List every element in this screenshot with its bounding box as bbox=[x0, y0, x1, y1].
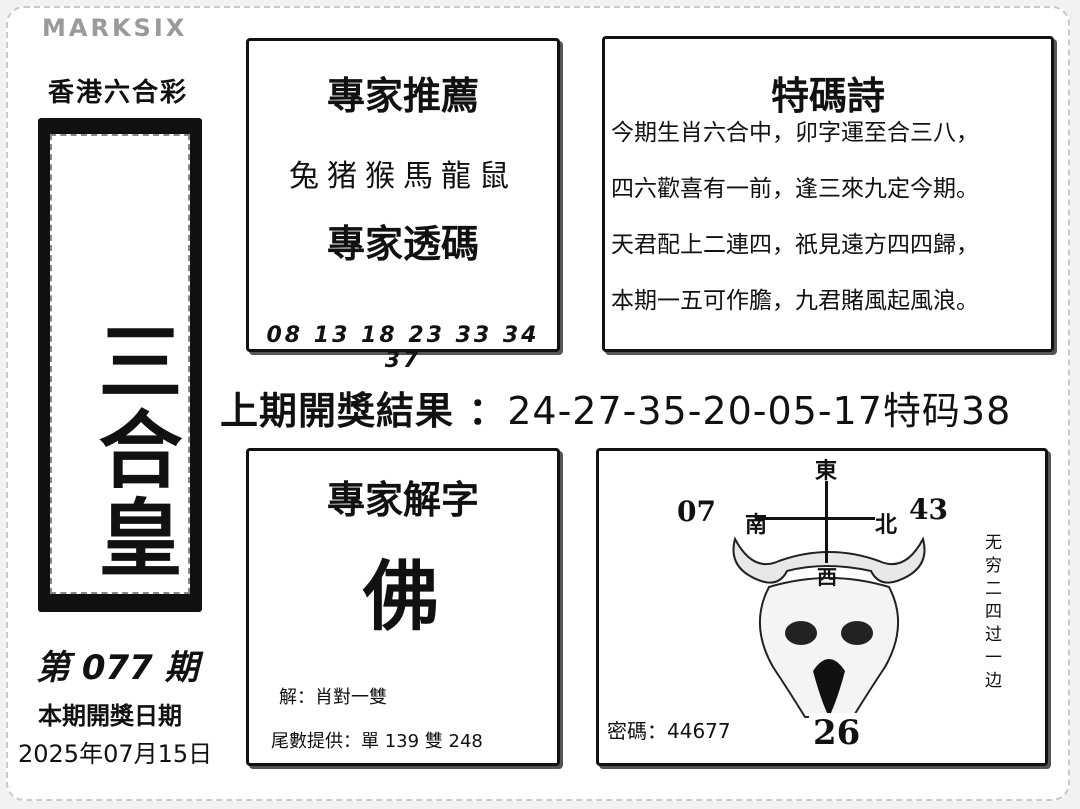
compass-left-number: 07 bbox=[677, 495, 716, 528]
last-result-value: 24-27-35-20-05-17特码38 bbox=[507, 389, 1012, 433]
poem-line: 四六歡喜有一前，逢三來九定今期。 bbox=[611, 176, 979, 202]
recommend-heading: 專家推薦 bbox=[326, 74, 479, 118]
explain-heading: 專家解字 bbox=[326, 478, 479, 522]
poem-text: 今期生肖六合中，卯字運至合三八， 四六歡喜有一前，逢三來九定今期。 天君配上二連… bbox=[605, 105, 979, 329]
compass-south: 南 bbox=[745, 513, 768, 538]
compass-west: 西 bbox=[817, 565, 837, 589]
last-result: 上期開獎結果 ：24-27-35-20-05-17特码38 bbox=[220, 380, 1011, 435]
recommend-zodiacs: 兔猪猴馬龍鼠 bbox=[289, 159, 517, 194]
compass-north: 北 bbox=[875, 513, 898, 538]
compass-side-text: 无穷二四过一边 bbox=[981, 533, 1001, 694]
skull-illustration bbox=[732, 536, 926, 718]
poem-line: 今期生肖六合中，卯字運至合三八， bbox=[611, 120, 979, 146]
recommend-box: 專家推薦 兔猪猴馬龍鼠 專家透碼 08 13 18 23 33 34 37 bbox=[246, 38, 560, 373]
secret-code: 密碼：44677 bbox=[607, 719, 731, 743]
tail-number-tip: 尾數提供：單 139 雙 248 bbox=[271, 731, 483, 752]
center-number: 26 bbox=[809, 713, 865, 753]
compass-east: 東 bbox=[815, 459, 838, 484]
compass-right-number: 43 bbox=[909, 493, 948, 526]
issue-number: 第 077 期 bbox=[36, 648, 199, 688]
draw-date-label: 本期開獎日期 bbox=[38, 702, 182, 730]
title-frame-inner bbox=[50, 134, 190, 594]
watermark-brand: MARKSIX bbox=[42, 14, 188, 42]
poem-box: 特碼詩 今期生肖六合中，卯字運至合三八， 四六歡喜有一前，逢三來九定今期。 天君… bbox=[602, 36, 1054, 352]
riddle-explanation: 解：肖對一雙 bbox=[279, 687, 387, 708]
tip-numbers-heading: 專家透碼 bbox=[326, 222, 479, 266]
last-result-label: 上期開獎結果 ： bbox=[220, 389, 508, 433]
poem-line: 本期一五可作膽，九君賭風起風浪。 bbox=[611, 288, 979, 314]
poem-line: 天君配上二連四，祇見遠方四四歸， bbox=[611, 232, 979, 258]
tip-numbers: 08 13 18 23 33 34 37 bbox=[266, 323, 540, 373]
poster-title: 三合皇 bbox=[85, 318, 183, 582]
compass-vertical-line bbox=[825, 481, 828, 563]
compass-horizontal-line bbox=[755, 517, 875, 520]
lottery-subtitle: 香港六合彩 bbox=[48, 78, 189, 108]
explain-box: 專家解字 佛 解：肖對一雙 尾數提供：單 139 雙 248 bbox=[246, 448, 560, 766]
draw-date: 2025年07月15日 bbox=[18, 740, 213, 768]
riddle-character: 佛 bbox=[363, 552, 443, 641]
poem-heading: 特碼詩 bbox=[770, 74, 885, 118]
compass-box: 東 南 西 北 07 43 无穷二四过一边 密碼：44677 26 bbox=[596, 448, 1048, 766]
